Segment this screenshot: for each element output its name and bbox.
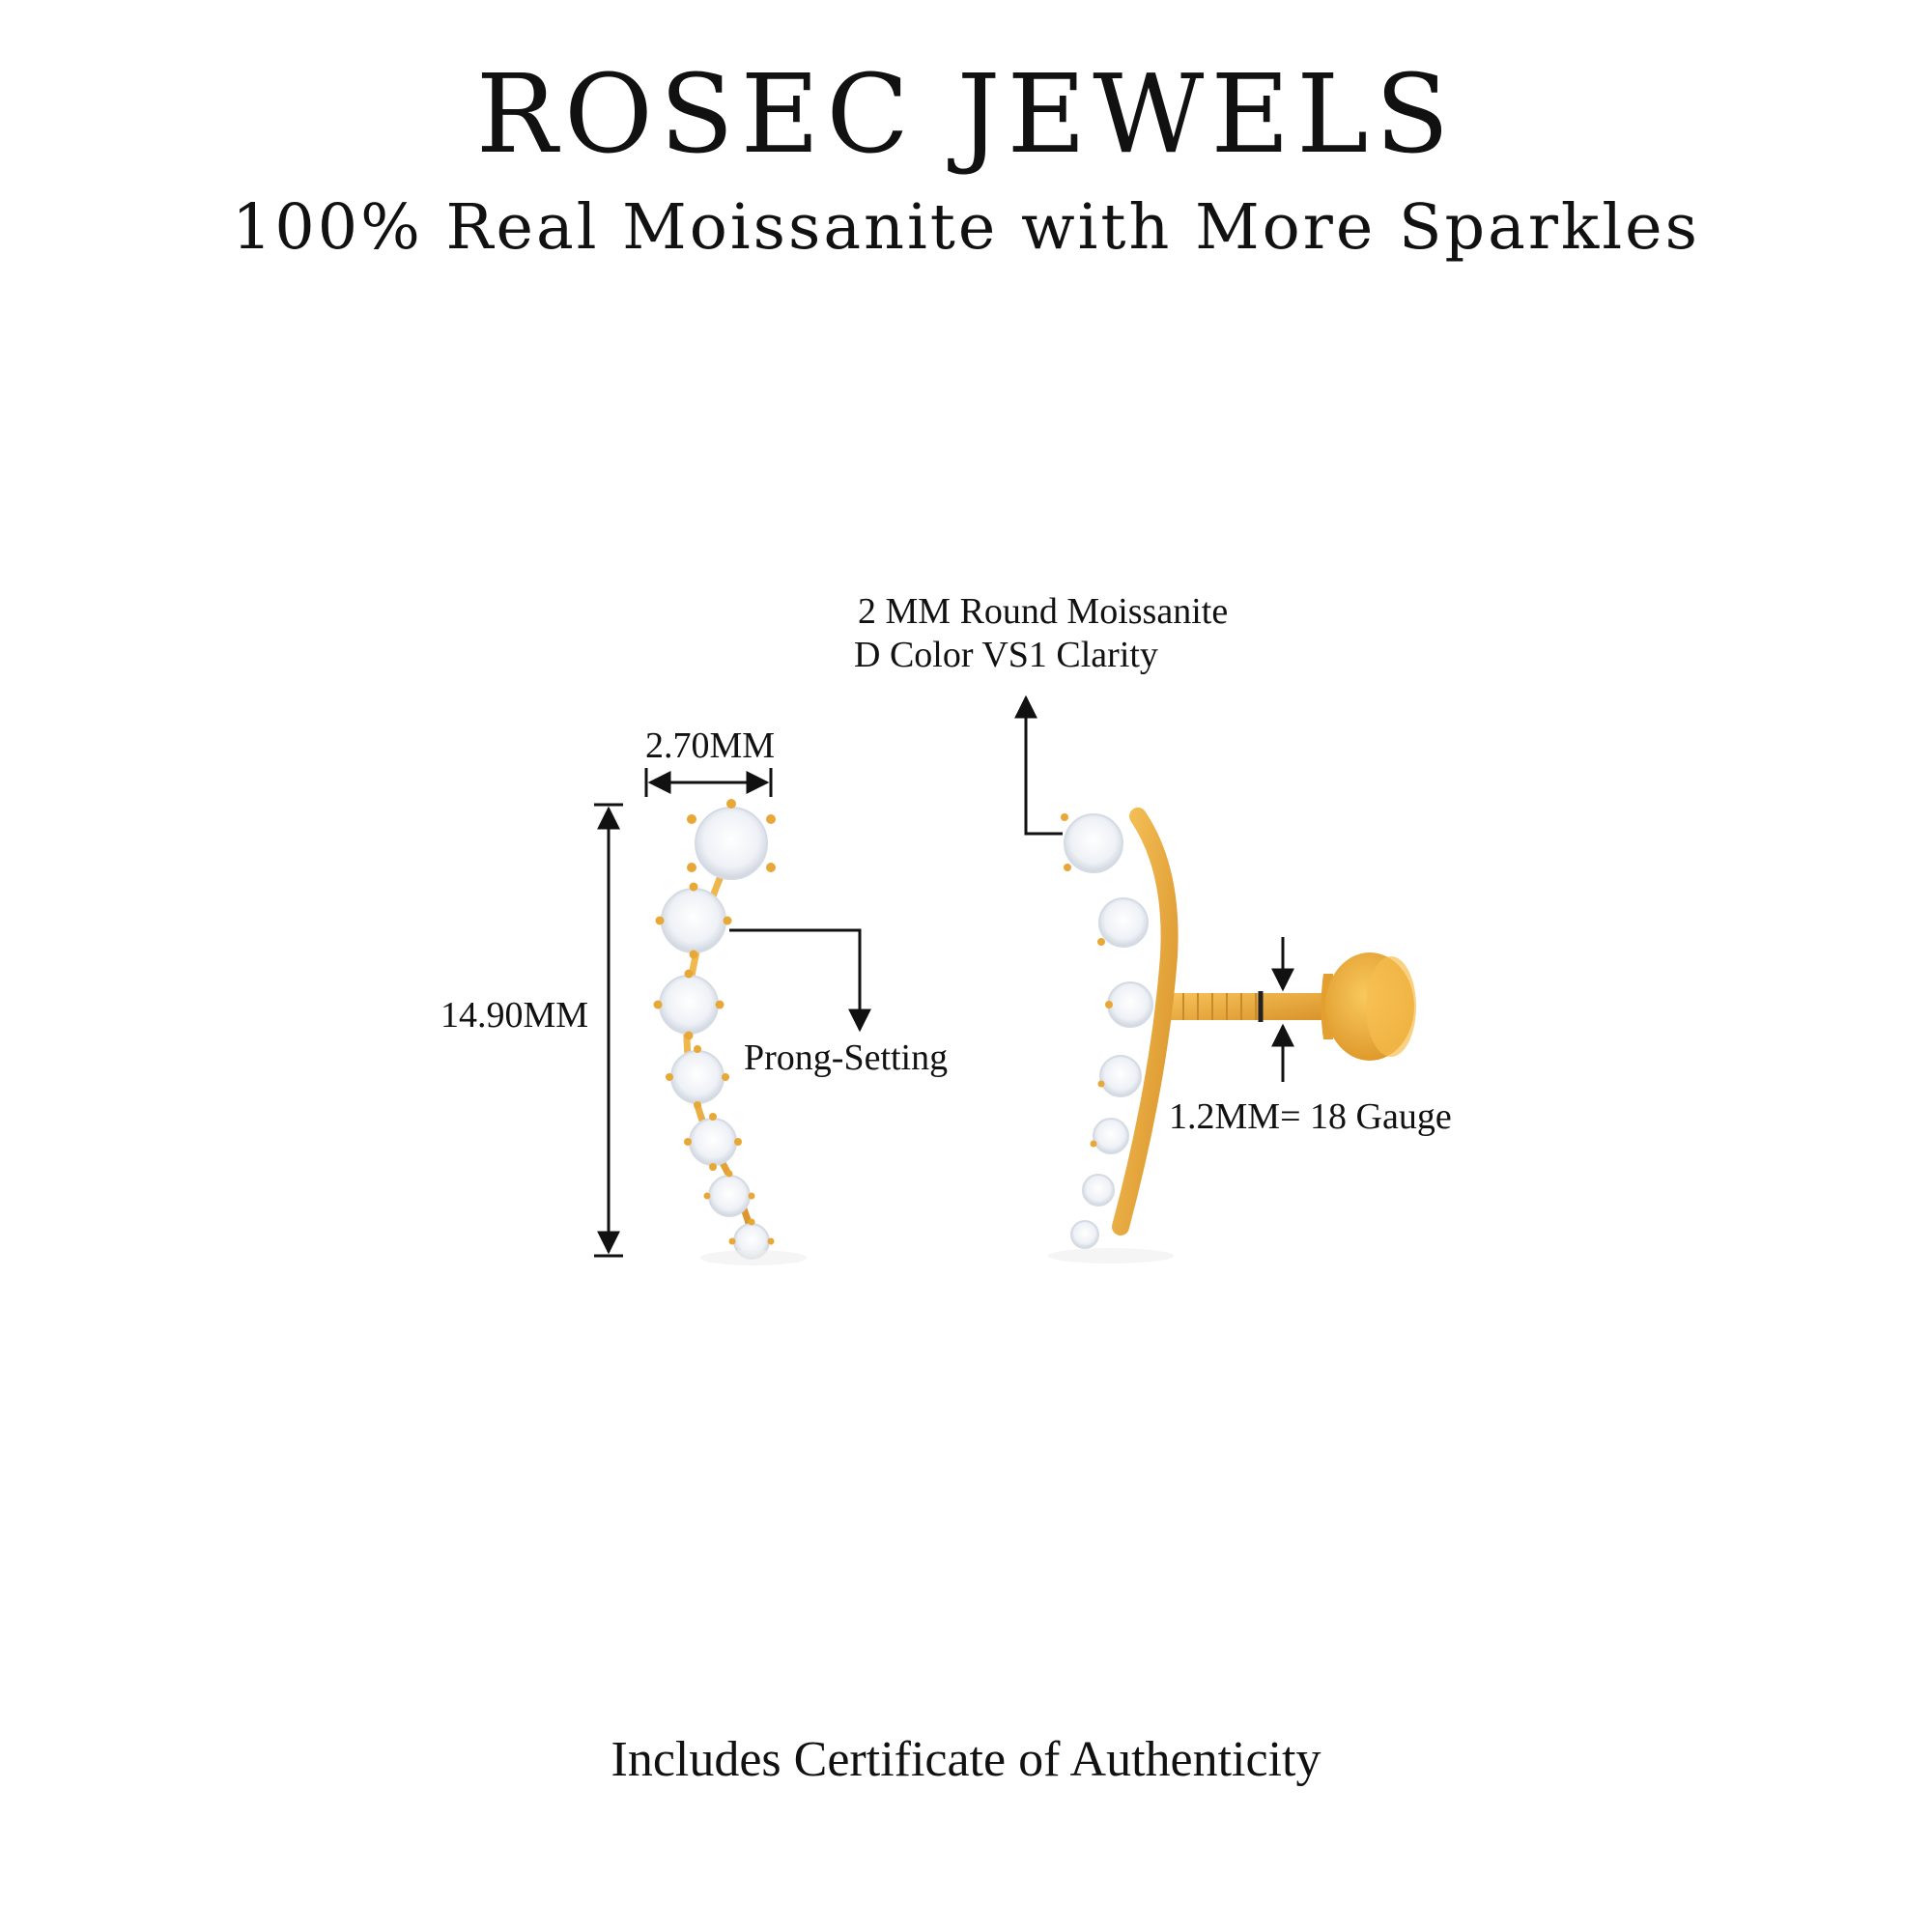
side-stone-7 <box>1070 1220 1099 1249</box>
prong-setting-callout <box>729 928 871 1033</box>
width-dimension-marker <box>644 768 773 797</box>
stone-5 <box>684 1113 742 1171</box>
earring-side-view <box>1048 808 1416 1264</box>
stone-2 <box>655 882 732 959</box>
prong-setting-label: Prong-Setting <box>744 1037 949 1078</box>
stone-6 <box>703 1170 755 1217</box>
stone-1 <box>687 799 776 880</box>
stone-callout <box>1014 695 1063 836</box>
side-stone-6 <box>1082 1174 1115 1207</box>
earring-front-view <box>653 799 807 1265</box>
tagline: 100% Real Moissanite with More Sparkles <box>232 191 1700 264</box>
gauge-label: 1.2MM= 18 Gauge <box>1169 1096 1452 1137</box>
side-stone-4 <box>1097 1055 1142 1097</box>
stone-spec-line1: 2 MM Round Moissanite <box>858 591 1229 632</box>
side-stone-5 <box>1090 1118 1129 1154</box>
certificate-note: Includes Certificate of Authenticity <box>611 1732 1321 1787</box>
stone-7 <box>728 1218 775 1260</box>
length-label: 14.90MM <box>440 995 589 1036</box>
width-label: 2.70MM <box>645 725 776 766</box>
stone-3 <box>653 969 724 1040</box>
stone-spec-line2: D Color VS1 Clarity <box>854 635 1158 675</box>
side-stone-3 <box>1105 981 1153 1028</box>
length-dimension-marker <box>594 803 623 1258</box>
stone-4 <box>666 1045 729 1109</box>
side-stone-2 <box>1097 897 1149 948</box>
side-stone-1 <box>1061 813 1123 873</box>
brand-title: ROSEC JEWELS <box>475 52 1457 178</box>
